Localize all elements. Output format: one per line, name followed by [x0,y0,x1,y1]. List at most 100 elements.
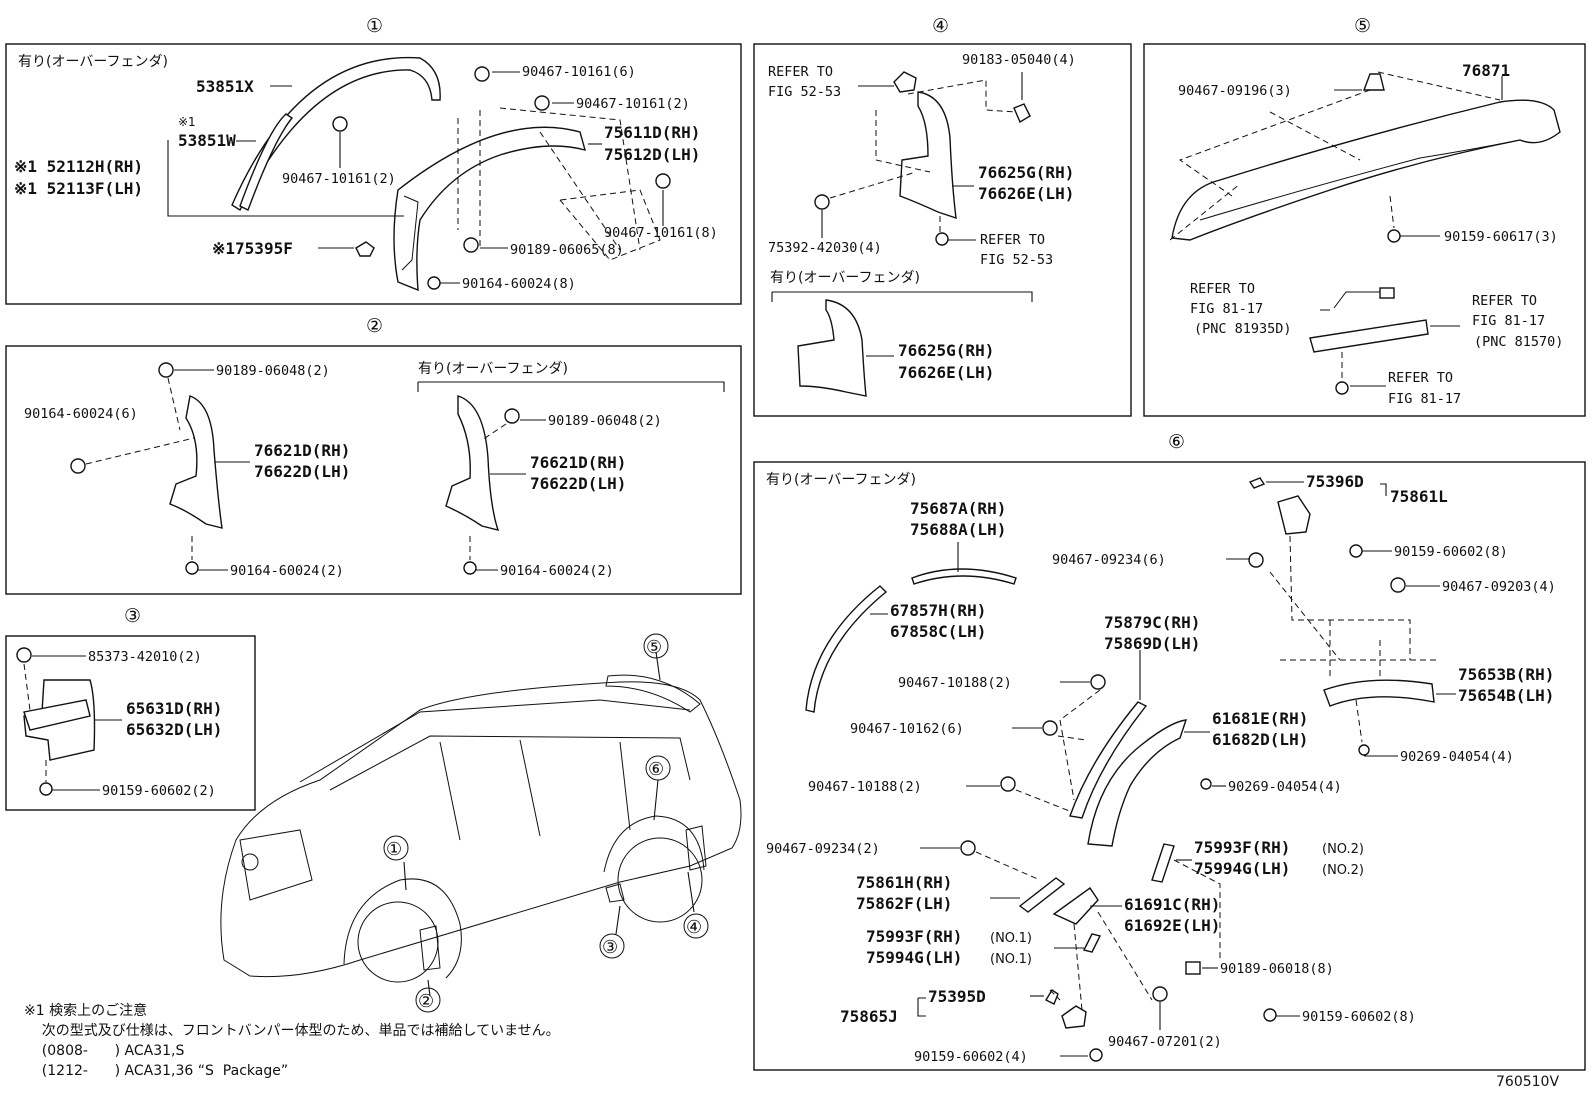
section-6-number: ⑥ [1168,431,1185,453]
part-label: 90159-60602(4) [914,1049,1028,1065]
part-label: 65632D(LH) [126,720,222,739]
flare-75653b [1323,679,1435,707]
screw-icon [70,458,86,474]
figure-number: 760510V [1496,1074,1560,1090]
part-label: 75392-42030(4) [768,240,882,256]
mudguard-shape [169,395,223,529]
assembly-dashes [85,377,195,560]
vehicle-front-mudguard [419,925,441,971]
part-label: REFER TO [1190,281,1255,297]
moulding-shape [911,568,1017,585]
clip-icon [463,237,479,253]
part-label: 75653B(RH) [1458,665,1554,684]
assembly-dashes [469,423,507,560]
part-label: 75396D [1306,472,1364,491]
part-label: 90467-09234(2) [766,841,880,857]
screw-icon [463,561,477,575]
section-2-frame [5,345,742,595]
moulding-shape [805,585,888,713]
section-2-sub-title: 有り(オーバーフェンダ) [418,361,568,377]
part-label: 61682D(LH) [1212,730,1308,749]
part-label: 67858C(LH) [890,622,986,641]
clip-icon [1000,776,1016,792]
leader [917,997,926,1017]
part-label: 75994G(LH) [1194,859,1290,878]
clip-icon [1042,720,1058,736]
part-label: 75612D(LH) [604,145,700,164]
section-3: ③ 85373-42010(2) 65631D(RH) 65632D(LH) 9… [5,605,256,811]
part-label: 90467-10188(2) [898,675,1012,691]
mudguard-shape [797,299,867,397]
part-label: 75993F(RH) [1194,838,1290,857]
fender-liner-61681e [1087,719,1188,847]
part-label: 90467-07201(2) [1108,1034,1222,1050]
piece-61691c [1052,887,1099,925]
clip-icon [655,173,671,189]
callout-number: ⑤ [646,637,662,658]
part-label: 75869D(LH) [1104,634,1200,653]
part-label: 75654B(LH) [1458,686,1554,705]
pad-75993f-no1 [1082,933,1102,953]
front-wheel-arch [343,878,462,979]
callout-number: ④ [686,917,702,938]
vehicle-emblem [241,853,259,871]
part-label: FIG 81-17 [1472,313,1545,329]
part-label: 90467-09196(3) [1178,83,1292,99]
part-note: (NO.1) [990,952,1032,967]
section-1-frame [5,43,742,305]
clip-icon [1390,577,1406,593]
part-note: (NO.2) [1322,842,1364,857]
leader [1320,309,1460,327]
clip-icon [332,116,348,132]
part-label: 90467-10161(6) [522,64,636,80]
section-6: ⑥ 有り(オーバーフェンダ) [753,431,1586,1071]
leader [1380,483,1387,496]
screw-icon [1349,544,1363,558]
bracket-75879c [1069,701,1148,819]
part-label: 61691C(RH) [1124,895,1220,914]
clip-icon [1362,73,1385,91]
part-label: ※1 52113F(LH) [14,179,143,198]
section-2-number: ② [366,315,383,337]
section-6-frame [753,461,1586,1071]
part-label: 76621D(RH) [254,441,350,460]
part-label: (PNC 81935D) [1194,321,1292,337]
part-label: REFER TO [1388,370,1453,386]
part-label: 75687A(RH) [910,499,1006,518]
part-label: 75611D(RH) [604,123,700,142]
part-label: 75862F(LH) [856,894,952,913]
footnote-line: 次の型式及び仕様は、フロントバンパー体型のため、単品では補給していません。 [24,1023,560,1039]
part-label: 65631D(RH) [126,699,222,718]
clip-icon [504,408,520,424]
spoiler-shape [1171,99,1561,241]
part-label: 75994G(LH) [866,948,962,967]
part-label: REFER TO [1472,293,1537,309]
part-shape-75395f [355,241,375,257]
screw-icon [1263,1008,1277,1022]
part-label: 90164-60024(2) [500,563,614,579]
part-label: 90159-60602(8) [1394,544,1508,560]
part-label: 75993F(RH) [866,927,962,946]
bracket-line [417,381,725,392]
part-label: 90467-10161(2) [576,96,690,112]
part-label: 85373-42010(2) [88,649,202,665]
mudguard-shape [899,91,957,220]
part-label: 75395D [928,987,986,1006]
callout-number: ③ [602,937,618,958]
rear-wheel-arch [603,815,705,873]
section-4: ④ REFER TO FIG 52-53 90183-05040(4) 7662… [753,15,1132,417]
part-label: 90269-04054(4) [1228,779,1342,795]
section-5-frame [1143,43,1586,417]
part-note: (NO.1) [990,931,1032,946]
part-label: 90467-10161(8) [604,225,718,241]
clip-icon [474,66,490,82]
part-label: 75865J [840,1007,898,1026]
footnote-line: (1212- ) ACA31,36 “S Package” [24,1063,289,1079]
callout-circle [415,987,441,1013]
screw-icon [1089,1048,1103,1062]
part-label: 67857H(RH) [890,601,986,620]
section-4-sub-title: 有り(オーバーフェンダ) [770,270,920,286]
part-label: FIG 52-53 [768,84,841,100]
callout-number: ① [386,839,402,860]
